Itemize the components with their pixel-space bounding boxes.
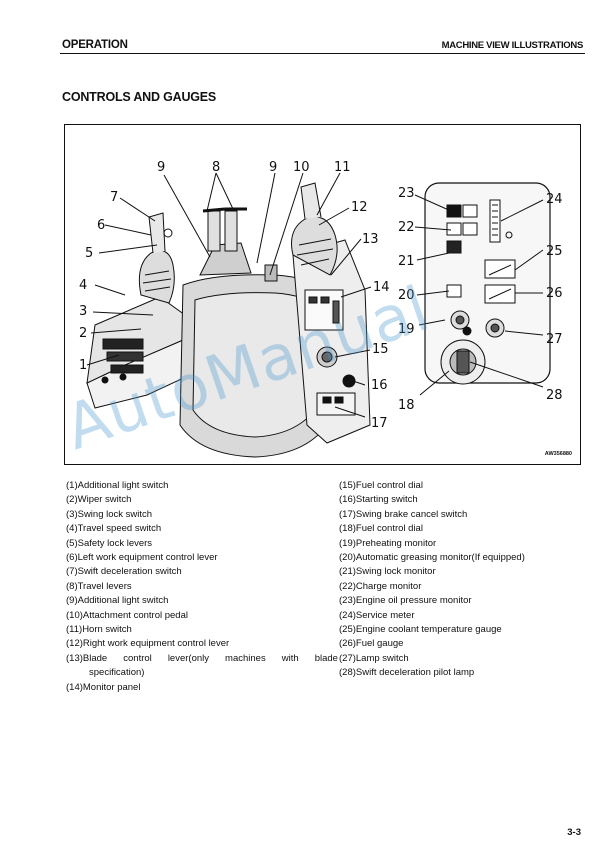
callout-10: 10 <box>293 160 310 175</box>
legend-item: (12)Right work equipment control lever <box>66 638 230 650</box>
legend-right: (15)Fuel control dial (16)Starting switc… <box>339 479 599 681</box>
callout-2: 2 <box>79 326 87 341</box>
legend-item: (22)Charge monitor <box>339 580 422 592</box>
legend-word: (13)Blade <box>66 652 108 664</box>
callout-8: 8 <box>212 160 220 175</box>
callout-13: 13 <box>362 232 379 247</box>
section-title: CONTROLS AND GAUGES <box>62 90 217 104</box>
legend-item: (10)Attachment control pedal <box>66 609 188 621</box>
legend-item: (7)Swift deceleration switch <box>66 566 182 578</box>
callout-9b: 9 <box>269 160 277 175</box>
legend-item: (28)Swift deceleration pilot lamp <box>339 667 475 679</box>
callout-3: 3 <box>79 304 87 319</box>
legend-left: (1)Additional light switch (2)Wiper swit… <box>66 479 338 695</box>
header-rule <box>60 53 585 54</box>
header-section: OPERATION <box>62 39 128 51</box>
callout-12: 12 <box>351 200 368 215</box>
legend-item: (21)Swing lock monitor <box>339 566 436 578</box>
legend-word: lever(only <box>167 652 209 664</box>
legend-item: (14)Monitor panel <box>66 681 141 693</box>
callout-21: 21 <box>398 254 415 269</box>
callout-1: 1 <box>79 358 87 373</box>
legend-word: control <box>123 652 152 664</box>
callout-23: 23 <box>398 186 415 201</box>
legend-item: (2)Wiper switch <box>66 494 132 506</box>
legend-item: (27)Lamp switch <box>339 652 409 664</box>
legend-item: (26)Fuel gauge <box>339 638 404 650</box>
legend-word: blade <box>314 652 338 664</box>
callout-26: 26 <box>546 286 563 301</box>
legend-item: (19)Preheating monitor <box>339 537 437 549</box>
illustration-drawing: 1 2 3 4 5 6 7 8 9 9 10 11 12 13 14 15 16… <box>79 160 563 458</box>
legend-item: (20)Automatic greasing monitor(If equipp… <box>339 552 525 564</box>
callout-28: 28 <box>546 388 563 403</box>
legend-item: (3)Swing lock switch <box>66 508 153 520</box>
callout-7: 7 <box>110 190 118 205</box>
legend-item: (11)Horn switch <box>66 624 132 636</box>
callout-9a: 9 <box>157 160 165 175</box>
callout-6: 6 <box>97 218 105 233</box>
legend-item-13-line1: (13)Blade control lever(only machines wi… <box>66 652 338 666</box>
callout-24: 24 <box>546 192 563 207</box>
legend-item: (16)Starting switch <box>339 494 418 506</box>
figure-code: AW356880 <box>544 451 572 457</box>
legend-item: (9)Additional light switch <box>66 595 169 607</box>
callout-20: 20 <box>398 288 415 303</box>
controls-illustration: 1 2 3 4 5 6 7 8 9 9 10 11 12 13 14 15 16… <box>64 124 581 465</box>
page-number: 3-3 <box>567 827 581 838</box>
legend-item: (18)Fuel control dial <box>339 523 423 535</box>
callout-22: 22 <box>398 220 415 235</box>
callout-27: 27 <box>546 332 563 347</box>
legend-item: (17)Swing brake cancel switch <box>339 508 468 520</box>
legend-word: machines <box>225 652 266 664</box>
legend-item: (4)Travel speed switch <box>66 523 162 535</box>
callout-17: 17 <box>371 416 388 431</box>
legend-item: (6)Left work equipment control lever <box>66 552 218 564</box>
legend-item: (25)Engine coolant temperature gauge <box>339 624 502 636</box>
legend-item: (1)Additional light switch <box>66 480 169 491</box>
legend-item: (8)Travel levers <box>66 580 132 592</box>
legend-item: (5)Safety lock levers <box>66 537 153 549</box>
callout-5: 5 <box>85 246 93 261</box>
legend-item: (15)Fuel control dial <box>339 480 423 491</box>
header-chapter: MACHINE VIEW ILLUSTRATIONS <box>441 40 584 51</box>
callout-4: 4 <box>79 278 87 293</box>
callout-19: 19 <box>398 322 415 337</box>
legend-item: (24)Service meter <box>339 609 415 621</box>
callout-25: 25 <box>546 244 563 259</box>
legend-item-13-line2: specification) <box>89 667 145 679</box>
callout-16: 16 <box>371 378 388 393</box>
callout-15: 15 <box>372 342 389 357</box>
callout-14: 14 <box>373 280 390 295</box>
callout-18: 18 <box>398 398 415 413</box>
legend-word: with <box>281 652 299 664</box>
legend-item: (23)Engine oil pressure monitor <box>339 595 472 607</box>
callout-11: 11 <box>334 160 351 175</box>
